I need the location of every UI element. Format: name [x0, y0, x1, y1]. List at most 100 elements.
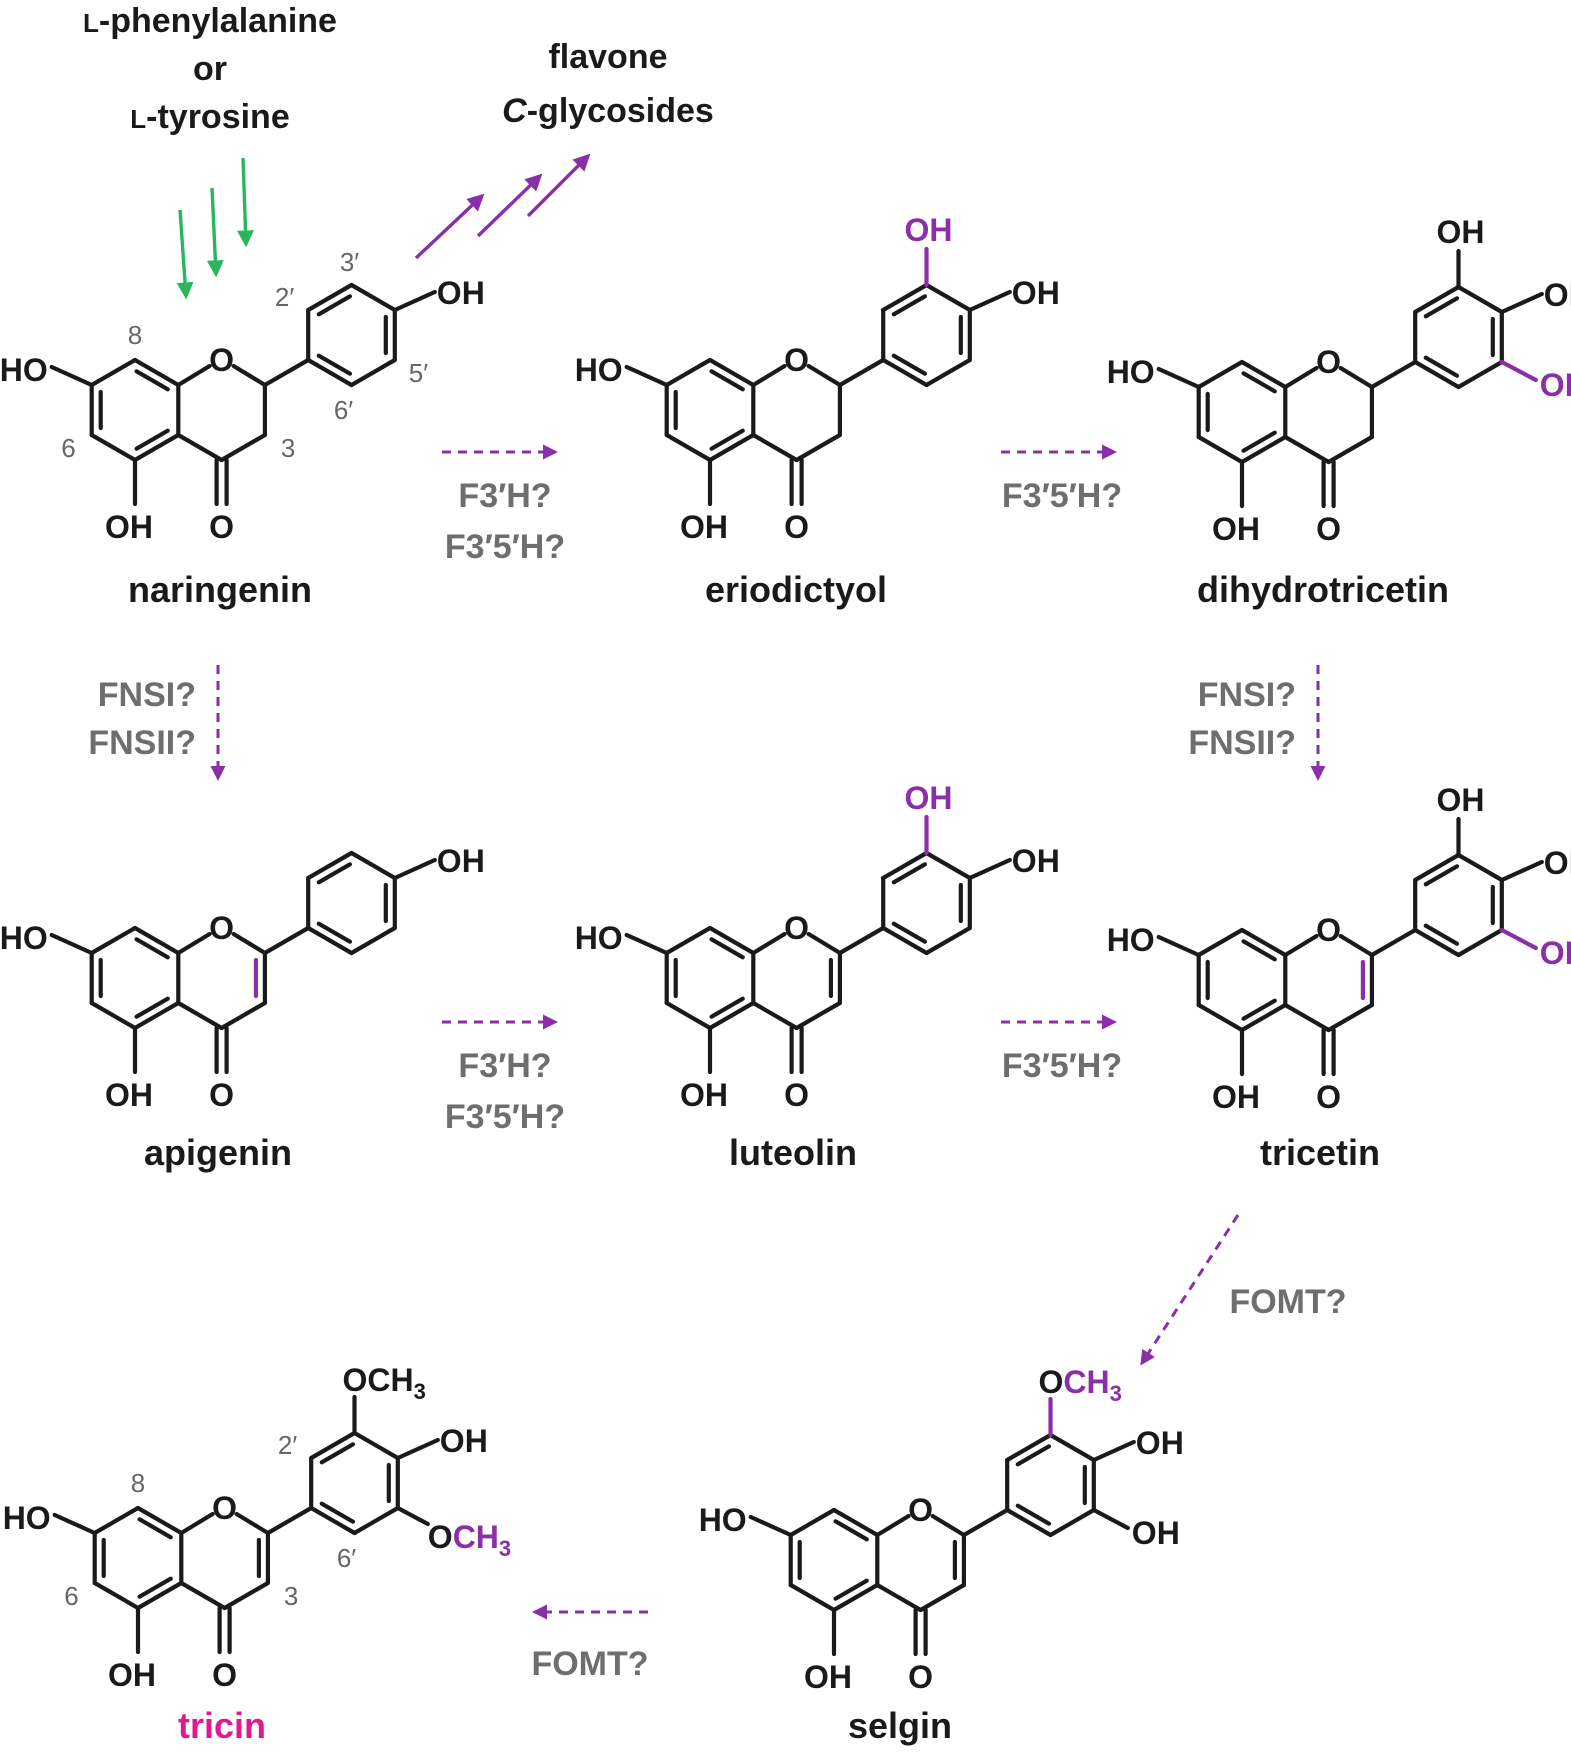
hydroxyl-7-label: HO: [699, 1502, 747, 1538]
position-label-8: 8: [131, 1468, 145, 1498]
bond-line: [891, 921, 928, 944]
compound-name-apigenin: apigenin: [144, 1132, 292, 1173]
bond-line: [707, 357, 756, 388]
bond-line: [891, 294, 928, 317]
solid-arrow-icon: [414, 153, 591, 260]
bond-line: [49, 364, 94, 388]
bond-line: [709, 369, 745, 392]
bond-line: [1413, 284, 1461, 315]
hydroxyl-4p-label: OH: [1544, 845, 1571, 881]
methoxy-3p-label: OCH3: [1039, 1364, 1122, 1406]
hydroxyl-5p-label: OH: [1540, 367, 1571, 403]
bond-line: [349, 357, 397, 388]
compound-name-dihydrotricetin: dihydrotricetin: [1197, 569, 1449, 610]
bond-line: [709, 428, 745, 451]
enzyme-label-fns2-2: FNSII?: [1188, 724, 1296, 762]
hydroxyl-5p-label: OH: [1132, 1515, 1180, 1551]
ring-oxygen-label: O: [1316, 344, 1341, 380]
bond-line: [1196, 359, 1245, 390]
enzyme-label-f35h-1: F3′5′H?: [445, 528, 565, 566]
bond-line: [392, 857, 437, 881]
bond-line: [1196, 927, 1245, 958]
carbonyl-oxygen-label: O: [212, 1657, 237, 1693]
hydroxyl-5-label: OH: [680, 1077, 728, 1113]
enzyme-label-fns1-2: FNSI?: [1198, 676, 1296, 714]
bond-line: [132, 357, 181, 388]
bond-line: [837, 357, 886, 388]
bond-line: [89, 357, 138, 388]
bond-line: [1239, 359, 1288, 390]
compound-name-tricin: tricin: [178, 1705, 266, 1746]
bond-line: [1005, 1507, 1053, 1538]
bond-line: [1239, 434, 1288, 465]
carbonyl-oxygen-label: O: [784, 1077, 809, 1113]
bond-line: [707, 432, 756, 463]
bond-line: [1091, 1439, 1136, 1463]
hydroxyl-5-label: OH: [1212, 1079, 1260, 1115]
compound-name-eriodictyol: eriodictyol: [705, 569, 887, 610]
ring-oxygen-label: O: [209, 910, 234, 946]
bond-line: [930, 1513, 967, 1538]
bond-line: [316, 294, 353, 317]
bond-line: [1241, 939, 1277, 962]
bond-line: [309, 1505, 357, 1536]
bond-line: [1196, 434, 1245, 465]
bond-line: [1196, 1002, 1245, 1033]
bond-line: [319, 1501, 356, 1524]
carbonyl-oxygen-label: O: [784, 509, 809, 545]
bond-line: [179, 1580, 227, 1611]
bond-line: [134, 937, 170, 960]
bond-line: [89, 432, 138, 463]
bond-line: [624, 932, 669, 956]
hydroxyl-3p-label: OH: [1437, 214, 1485, 250]
bond-line: [806, 363, 843, 388]
side-product-line1: flavone: [548, 38, 667, 76]
compound-name-tricetin: tricetin: [1260, 1132, 1380, 1173]
bond-line: [349, 850, 397, 881]
bond-line: [1499, 927, 1538, 951]
bond-line: [707, 1000, 756, 1031]
bond-line: [1326, 434, 1375, 465]
bond-line: [788, 1507, 837, 1538]
bond-line: [1423, 923, 1460, 946]
ring-oxygen-label: O: [784, 910, 809, 946]
carbonyl-oxygen-label: O: [209, 509, 234, 545]
bond-line: [132, 1000, 181, 1031]
bond-line: [1005, 1432, 1053, 1463]
bond-line: [1241, 430, 1277, 453]
bond-line: [134, 996, 170, 1019]
bond-line: [1283, 1002, 1331, 1033]
bond-line: [134, 428, 170, 451]
hydroxyl-7-label: HO: [0, 352, 48, 388]
bond-line: [176, 363, 212, 388]
bond-line: [395, 1437, 440, 1461]
bond-line: [806, 931, 843, 956]
bond-line: [788, 1582, 837, 1613]
hydroxyl-4p-label: OH: [1136, 1425, 1184, 1461]
bond-line: [135, 1505, 184, 1536]
bond-line: [222, 1580, 271, 1611]
bond-line: [881, 282, 929, 313]
bond-line: [967, 289, 1012, 313]
bond-line: [231, 363, 268, 388]
bond-line: [1456, 852, 1504, 883]
bond-line: [833, 1519, 869, 1542]
bond-line: [1091, 1507, 1130, 1531]
carbonyl-oxygen-label: O: [908, 1659, 933, 1695]
bond-line: [262, 925, 311, 956]
position-label-3: 3: [284, 1581, 298, 1611]
hydroxyl-4p-label: OH: [440, 1423, 488, 1459]
bond-line: [135, 1580, 184, 1611]
hydroxyl-3p-label: OH: [905, 780, 953, 816]
hydroxyl-7-label: HO: [1107, 354, 1155, 390]
bond-line: [316, 862, 353, 885]
bond-line: [1048, 1432, 1096, 1463]
bond-line: [1239, 1002, 1288, 1033]
hydroxyl-5-label: OH: [105, 509, 153, 545]
bond-line: [881, 357, 929, 388]
bond-line: [262, 357, 311, 388]
carbonyl-oxygen-label: O: [1316, 1079, 1341, 1115]
bond-line: [1283, 933, 1319, 958]
bond-line: [219, 432, 268, 463]
